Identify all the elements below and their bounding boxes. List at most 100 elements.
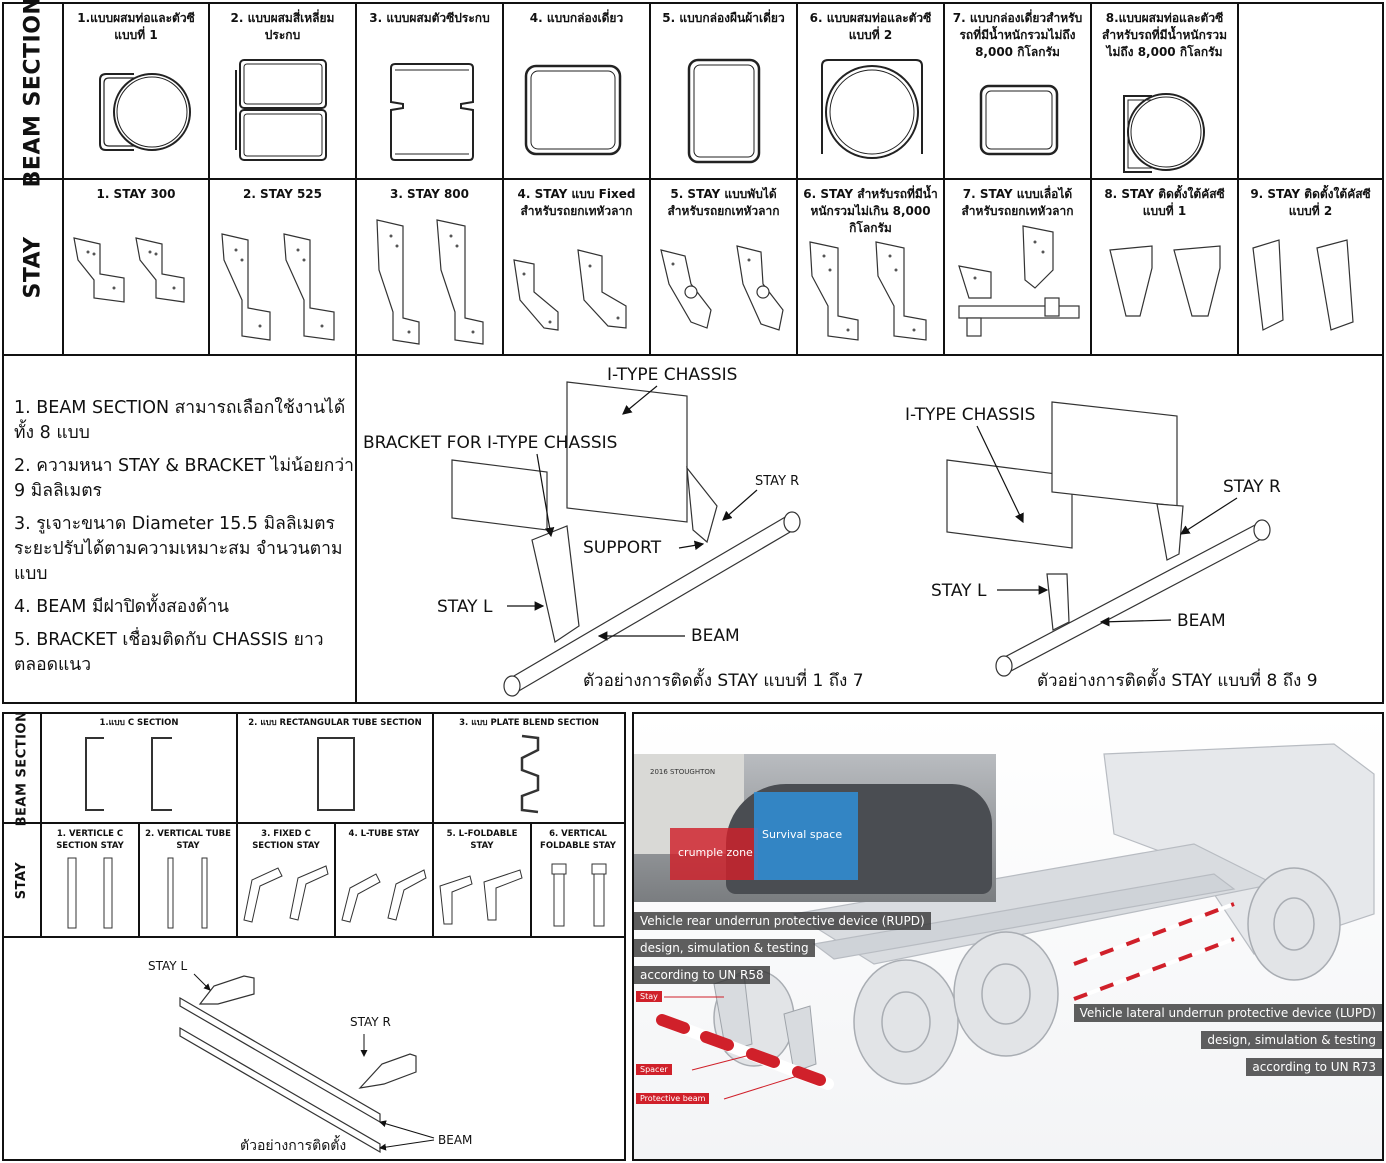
stay-cell-5: 5. STAY แบบพับได้ สำหรับรถยกเทหัวลาก — [651, 180, 796, 354]
bl-stay-label: 3. FIXED C SECTION STAY — [252, 829, 320, 851]
installation-diagrams: I-TYPE CHASSIS BRACKET FOR I-TYPE CHASSI… — [363, 365, 1318, 697]
diagram1-bracket-label: BRACKET FOR I-TYPE CHASSIS — [363, 433, 617, 453]
bl-beam-label: 2. แบบ RECTANGULAR TUBE SECTION — [248, 718, 422, 728]
bl-stay-r-label: STAY R — [350, 1015, 391, 1029]
col-divider — [649, 4, 651, 354]
bl-stay-cell-1: 1. VERTICLE C SECTION STAY — [42, 824, 138, 936]
stay-pair-drawing — [551, 863, 607, 927]
bl-stay-cell-4: 4. L-TUBE STAY — [336, 824, 432, 936]
lupd-line-3: according to UN R73 — [1246, 1058, 1382, 1076]
stay-cell-4: 4. STAY แบบ Fixed สำหรับรถยกเทหัวลาก — [504, 180, 649, 354]
diagram-2 — [946, 401, 1271, 677]
pipe-c-section-2-drawing — [821, 59, 923, 159]
beam-section-label: 4. แบบกล่องเดี่ยว — [529, 11, 624, 25]
bl-beam-label: BEAM — [438, 1133, 472, 1147]
col-divider — [1237, 4, 1239, 354]
note-item: 2. ความหนา STAY & BRACKET ไม่น้อยกว่า 9 … — [14, 456, 354, 501]
bl-stay-l-label: STAY L — [148, 959, 187, 973]
top-spec-table: BEAM SECTION STAY 1.แบบผสมท่อและตัวซี แบ… — [2, 0, 1384, 704]
stay-cell-7: 7. STAY แบบเลื่อได้ สำหรับรถยกเทหัวลาก — [945, 180, 1090, 354]
bl-stay-cell-5: 5. L-FOLDABLE STAY — [434, 824, 530, 936]
bl-beam-cell-1: 1.แบบ C SECTION — [42, 714, 236, 822]
stay-pair-drawing — [67, 857, 113, 929]
col-divider — [40, 714, 42, 936]
stay-cell-2: 2. STAY 525 — [210, 180, 355, 354]
stay-label: 7. STAY แบบเลื่อได้ สำหรับรถยกเทหัวลาก — [961, 187, 1074, 218]
bl-beam-cell-3: 3. แบบ PLATE BLEND SECTION — [434, 714, 624, 822]
note-item: 1. BEAM SECTION สามารถเลือกใช้งานได้ทั้ง… — [14, 398, 346, 443]
stay-pair-drawing — [376, 219, 484, 345]
row-divider — [4, 936, 624, 938]
bl-stay-label: 2. VERTICAL TUBE STAY — [145, 829, 231, 851]
stay-pair-drawing — [221, 233, 335, 341]
crash-test-inset: 2016 STOUGHTON crumple zone Survival spa… — [634, 754, 996, 902]
diagram1-stay-l-label: STAY L — [437, 597, 493, 617]
box-section-drawing — [524, 64, 622, 156]
diagram-1 — [451, 381, 801, 697]
beam-section-cell-2: 2. แบบผสมสี่เหลี่ยมประกบ — [210, 4, 355, 178]
notes-list: 1. BEAM SECTION สามารถเลือกใช้งานได้ทั้ง… — [14, 396, 354, 686]
diagram1-caption: ตัวอย่างการติดตั้ง STAY แบบที่ 1 ถึง 7 — [583, 668, 864, 691]
rear-protective-beam — [656, 1014, 834, 1090]
stay-pair-drawing — [73, 237, 185, 303]
diagram2-caption: ตัวอย่างการติดตั้ง STAY แบบที่ 8 ถึง 9 — [1037, 668, 1318, 691]
survival-space-box: Survival space — [754, 792, 858, 880]
beam-section-label: 5. แบบกล่องผืนผ้าเดี่ยว — [662, 11, 785, 25]
beam-section-cell-3: 3. แบบผสมตัวซีประกบ — [357, 4, 502, 178]
rectangular-box-drawing — [687, 58, 761, 164]
bl-stay-label: 1. VERTICLE C SECTION STAY — [56, 829, 124, 851]
rupd-line-2: design, simulation & testing — [634, 939, 815, 957]
row-divider — [4, 178, 1382, 180]
tag-spacer: Spacer — [636, 1064, 672, 1075]
beam-section-label: 6. แบบผสมท่อและตัวซี แบบที่ 2 — [809, 11, 932, 42]
tag-protective-beam: Protective beam — [636, 1093, 710, 1104]
col-divider — [796, 4, 798, 354]
row-divider — [4, 354, 1382, 356]
note-item: 5. BRACKET เชื่อมติดกับ CHASSIS ยาวตลอดแ… — [14, 630, 324, 675]
col-divider — [502, 4, 504, 354]
lupd-line-1: Vehicle lateral underrun protective devi… — [1073, 1004, 1382, 1022]
bl-stay-label: 6. VERTICAL FOLDABLE STAY — [540, 829, 616, 851]
small-box-drawing — [979, 84, 1059, 156]
stay-pair-drawing — [1109, 245, 1221, 317]
beam-section-cell-7: 7. แบบกล่องเดี่ยวสำหรับรถที่มีน้ำหนักรวม… — [945, 4, 1090, 178]
stay-label: 9. STAY ติดตั้งใต้คัสซี แบบที่ 2 — [1250, 187, 1371, 218]
diagram2-beam-label: BEAM — [1177, 611, 1226, 631]
crumple-zone-label: crumple zone — [678, 846, 753, 859]
diagram2-chassis-label: I-TYPE CHASSIS — [905, 405, 1035, 425]
bl-beam-label: 3. แบบ PLATE BLEND SECTION — [459, 718, 599, 728]
rect-tube-drawing — [317, 737, 355, 811]
stay-cell-6: 6. STAY สำหรับรถที่มีน้ำหนักรวมไม่เกิน 8… — [798, 180, 943, 354]
col-divider — [355, 4, 357, 702]
stay-row-label: STAY — [20, 236, 46, 298]
bottom-left-spec-table: BEAM SECTION STAY 1.แบบ C SECTION 2. แบบ… — [2, 710, 626, 1161]
stay-label: 3. STAY 800 — [389, 187, 470, 201]
sliding-stay-drawing — [958, 225, 1080, 337]
diagram1-beam-label: BEAM — [691, 626, 740, 646]
diagram2-stay-l-label: STAY L — [931, 581, 987, 601]
col-divider — [236, 714, 238, 936]
truck-chassis-illustration — [656, 743, 1375, 1100]
stay-pair-drawing — [439, 869, 523, 925]
tag-stay: Stay — [636, 991, 662, 1002]
stay-cell-3: 3. STAY 800 — [357, 180, 502, 354]
plate-blend-drawing — [520, 734, 540, 814]
beam-section-label: 7. แบบกล่องเดี่ยวสำหรับรถที่มีน้ำหนักรวม… — [952, 11, 1083, 59]
stay-cell-8: 8. STAY ติดตั้งใต้คัสซี แบบที่ 1 — [1092, 180, 1237, 354]
beam-section-cell-1: 1.แบบผสมท่อและตัวซี แบบที่ 1 — [64, 4, 208, 178]
note-item: 3. รูเจาะขนาด Diameter 15.5 มิลลิเมตร ระ… — [14, 514, 343, 584]
col-divider — [530, 824, 532, 936]
pipe-c-section-drawing — [99, 73, 191, 151]
bl-stay-row-label: STAY — [14, 861, 30, 899]
survival-space-label: Survival space — [762, 828, 843, 841]
stay-label: 1. STAY 300 — [96, 187, 176, 201]
twin-rectangle-drawing — [235, 59, 327, 161]
stay-label: 6. STAY สำหรับรถที่มีน้ำหนักรวมไม่เกิน 8… — [803, 187, 938, 235]
beam-section-label: 1.แบบผสมท่อและตัวซี แบบที่ 1 — [77, 11, 195, 42]
beam-section-cell-5: 5. แบบกล่องผืนผ้าเดี่ยว — [651, 4, 796, 178]
bl-stay-label: 4. L-TUBE STAY — [348, 829, 420, 839]
beam-section-cell-8: 8.แบบผสมท่อและตัวซี สำหรับรถที่มีน้ำหนัก… — [1092, 4, 1237, 178]
rear-stay-right — [783, 1005, 817, 1073]
stay-pair-drawing — [513, 249, 627, 331]
col-divider — [1090, 4, 1092, 354]
